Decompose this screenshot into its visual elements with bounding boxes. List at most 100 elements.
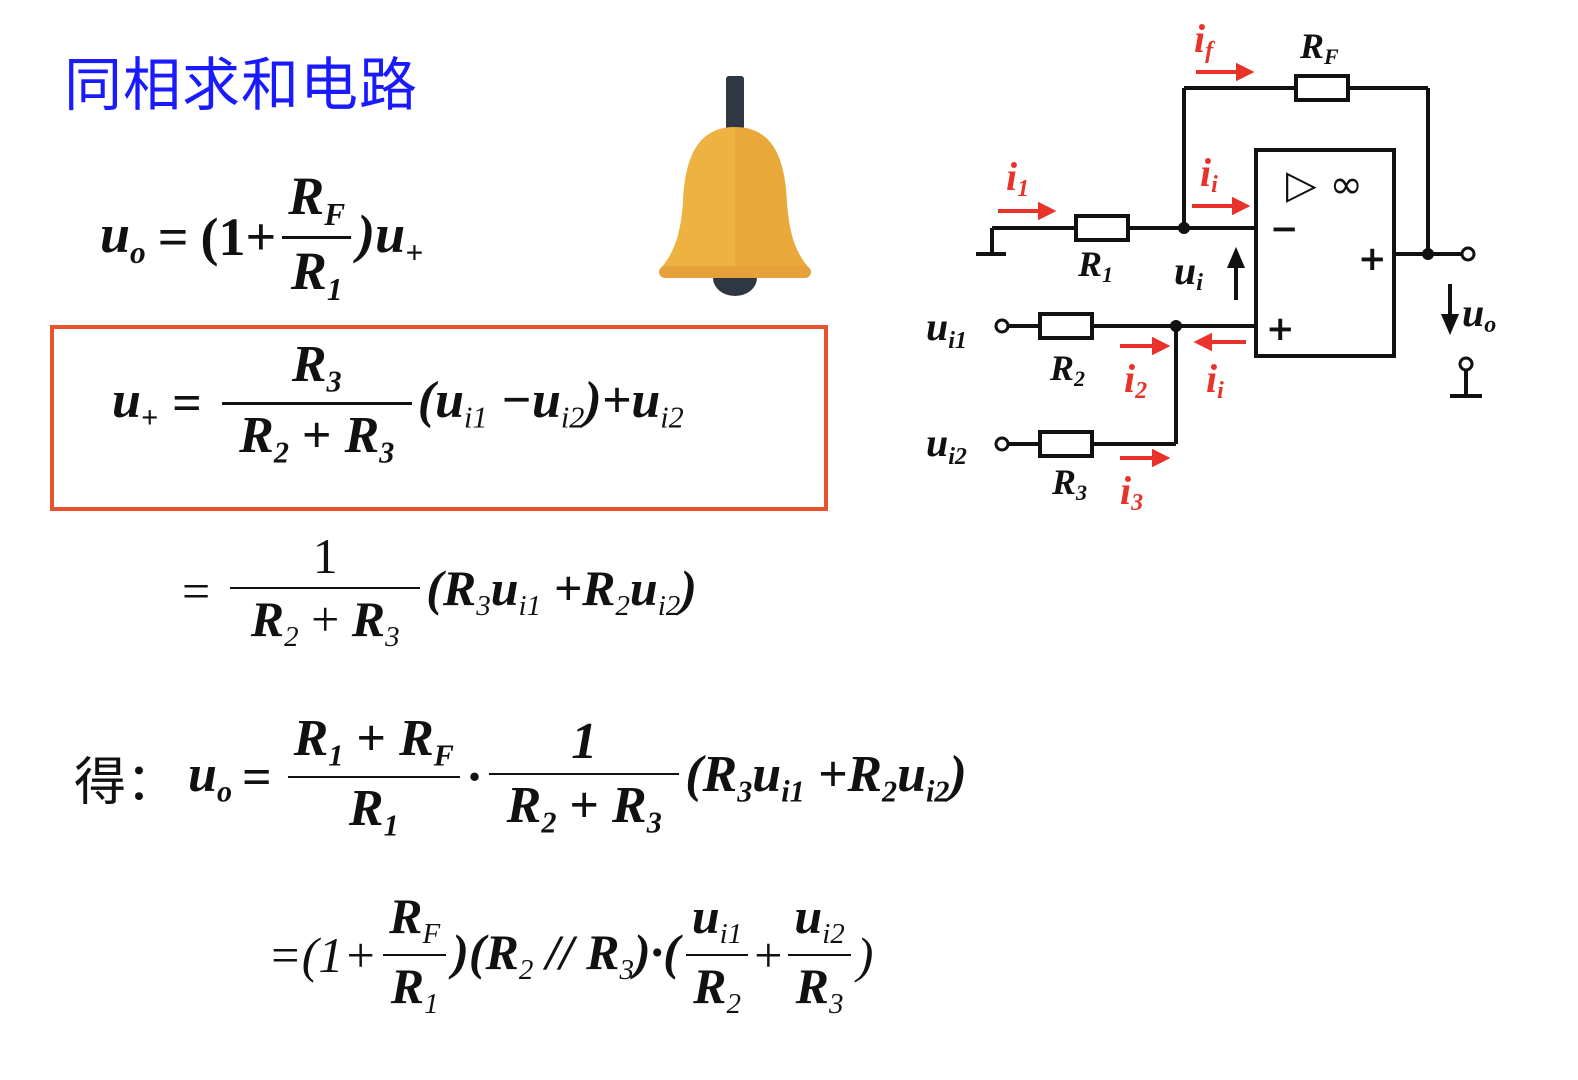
label-ii-bot: ii <box>1206 356 1224 404</box>
eq5-f2-den-sub: 2 <box>726 987 741 1020</box>
eq2-num: R <box>291 336 327 393</box>
label-r1: R1 <box>1077 244 1113 287</box>
eq1-lhs-sub: o <box>130 235 146 271</box>
eq1-close-sub: + <box>405 235 424 271</box>
label-rf: RF <box>1299 26 1339 69</box>
eq4-plus: +R <box>817 745 883 803</box>
eq5-mid-close: )·( <box>634 923 680 980</box>
eq5-open: =(1+ <box>268 926 378 983</box>
eq5-plus: + <box>754 926 783 983</box>
eq2-lhs-sub: + <box>140 400 159 435</box>
eq4-f1-den: R <box>348 780 384 838</box>
op-amp-circuit-diagram: if RF i1 ii R1 ui ▷ ∞ − + + ui1 R2 i2 ii… <box>910 0 1570 544</box>
eq4-p1-sub: 3 <box>737 774 753 809</box>
label-i2: i2 <box>1124 356 1147 404</box>
eq5-f3-den: R <box>795 957 830 1014</box>
eq5-f3-num: u <box>794 888 823 944</box>
eq3-p-close: ) <box>680 559 697 616</box>
eq1-den-sub: 1 <box>326 271 343 307</box>
eq5-f3-num-sub: i2 <box>822 918 845 951</box>
eq1-open: (1+ <box>200 207 277 268</box>
eq4-equals: = <box>242 748 272 806</box>
eq3-p-open: (R <box>426 559 477 616</box>
highlight-box <box>50 325 828 511</box>
eq5-fraction-2: ui1 R2 <box>685 890 749 1020</box>
bell-icon[interactable] <box>655 72 815 306</box>
eq4-lhs: u <box>188 745 217 803</box>
eq5-fraction-1: RF R1 <box>383 888 447 1020</box>
eq3-p2-var: u <box>629 559 658 616</box>
eq4-f1-num-a-sub: 1 <box>328 738 344 773</box>
eq4-f1-num-a: R <box>293 710 329 767</box>
eq3-den-b-sub: 3 <box>385 620 400 653</box>
eq5-par: // R <box>533 923 620 980</box>
eq4-p2-var: u <box>897 745 927 803</box>
eq1-den: R <box>290 240 327 301</box>
page-title: 同相求和电路 <box>64 51 419 119</box>
eq4-fraction-1: R1 + RF R1 <box>287 710 460 843</box>
eq5-f1-num: R <box>389 888 423 944</box>
eq2-minus: −u <box>500 372 561 430</box>
eq4-p1-var: u <box>752 745 782 803</box>
label-i1: i1 <box>1006 154 1029 202</box>
eq5-fraction-3: ui2 R3 <box>788 888 851 1020</box>
eq4-f2-den-a-sub: 2 <box>541 805 557 840</box>
equation-u-plus: u+ = R3 R2 + R3 (ui1 −ui2)+ui2 <box>112 336 684 470</box>
eq2-den-b-sub: 3 <box>379 435 395 470</box>
label-ui1: ui1 <box>926 304 967 354</box>
eq5-mid-b-sub: 3 <box>619 953 635 986</box>
equation-output-gain: uo = (1+ RF R1 )u+ <box>100 168 423 307</box>
eq1-num-sub: F <box>324 196 346 232</box>
eq5-f1-num-sub: F <box>422 918 441 951</box>
eq4-f1-num-b: R <box>399 710 434 767</box>
amp-plus-out: + <box>1358 239 1387 279</box>
eq3-plus: +R <box>553 559 616 616</box>
eq1-num: R <box>288 166 325 226</box>
eq4-p2-vsub: i2 <box>926 774 950 809</box>
eq3-p1-sub: 3 <box>476 590 491 623</box>
eq5-f1-den: R <box>390 957 425 1014</box>
eq4-f2-den-b: R <box>612 777 647 835</box>
eq4-fraction-2: 1 R2 + R3 <box>489 712 680 840</box>
label-r2: R2 <box>1049 348 1085 391</box>
equation-parallel: =(1+ RF R1 )(R2 // R3)·( ui1 R2 + ui2 R3… <box>268 890 873 1019</box>
eq4-p-open: (R <box>685 745 738 803</box>
eq2-t2-sub: i2 <box>560 400 585 435</box>
eq3-p2-sub: 2 <box>615 590 630 623</box>
eq3-num: 1 <box>312 528 338 584</box>
eq3-den-b: R <box>351 590 386 647</box>
eq4-f2-den-b-sub: 3 <box>646 805 662 840</box>
label-r3: R3 <box>1051 462 1087 505</box>
eq3-equals: = <box>182 563 211 620</box>
eq5-f2-den: R <box>693 957 727 1014</box>
eq5-f3-den-sub: 3 <box>829 987 844 1020</box>
eq4-lhs-sub: o <box>216 774 233 809</box>
eq2-paren-close: )+u <box>584 372 661 430</box>
amp-symbol: ▷ ∞ <box>1286 162 1363 208</box>
eq3-p2-vsub: i2 <box>657 590 681 623</box>
eq5-close: ) <box>856 926 874 983</box>
equation-u-plus-expanded: = 1 R2 + R3 (R3ui1 +R2ui2) <box>182 530 697 652</box>
eq2-den-a: R <box>239 407 274 465</box>
eq4-f2-num: 1 <box>571 712 598 770</box>
eq3-fraction: 1 R2 + R3 <box>230 528 421 653</box>
eq4-dot: · <box>465 748 484 806</box>
eq4-p1-vsub: i1 <box>781 774 805 809</box>
label-ui2: ui2 <box>926 420 967 470</box>
amp-plus-in: + <box>1266 309 1295 349</box>
eq1-lhs: u <box>100 204 131 265</box>
eq2-equals: = <box>172 375 202 433</box>
eq5-mid-open: )(R <box>452 923 519 980</box>
eq2-paren-open: (u <box>417 372 464 430</box>
equation-result: 得： uo = R1 + RF R1 · 1 R2 + R3 (R3ui1 +R… <box>74 710 967 843</box>
eq5-f1-den-sub: 1 <box>424 987 439 1020</box>
amp-minus: − <box>1270 209 1299 249</box>
eq2-t1-sub: i1 <box>464 400 488 435</box>
eq2-den-a-sub: 2 <box>273 435 289 470</box>
eq4-f1-den-sub: 1 <box>383 808 399 843</box>
eq4-f2-den-a: R <box>506 777 542 835</box>
label-i3: i3 <box>1120 468 1143 516</box>
eq1-equals: = <box>157 207 189 268</box>
eq5-mid-a-sub: 2 <box>518 953 534 986</box>
